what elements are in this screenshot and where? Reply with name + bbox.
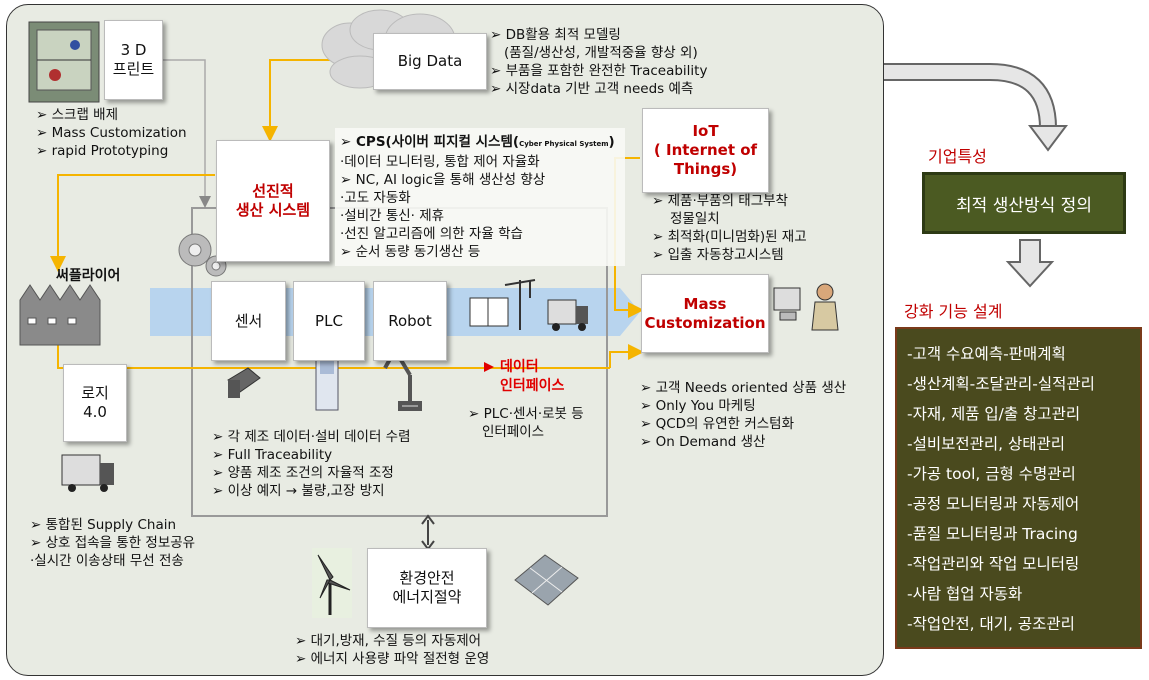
truck-icon xyxy=(547,299,588,331)
print3d-list: ➢ 스크랩 배제 ➢ Mass Customization ➢ rapid Pr… xyxy=(36,106,187,160)
down-arrow-icon xyxy=(1028,125,1068,152)
warehouse-icon xyxy=(469,297,509,327)
truck-icon xyxy=(61,454,114,492)
enhance-design-label: 강화 기능 설계 xyxy=(904,302,1003,321)
list-item: ➢ 각 제조 데이터·설비 데이터 수렴 xyxy=(212,429,411,445)
list-item: -가공 tool, 금형 수명관리 xyxy=(907,465,1076,483)
cps-background xyxy=(335,128,625,266)
list-item: ➢ 최적화(미니멈화)된 재고 xyxy=(652,229,807,245)
factory-icon xyxy=(19,284,101,346)
list-item: ·선진 알고리즘에 의한 자율 학습 xyxy=(340,226,523,242)
list-item: -설비보전관리, 상태관리 xyxy=(907,435,1066,453)
list-item: ➢ rapid Prototyping xyxy=(36,143,169,159)
list-item: -사람 협업 자동화 xyxy=(907,585,1023,603)
list-item: -작업관리와 작업 모니터링 xyxy=(907,555,1080,573)
list-item: ·실시간 이송상태 무선 전송 xyxy=(30,553,184,569)
env-list: ➢ 대기,방재, 수질 등의 자동제어 ➢ 에너지 사용량 파악 절전형 운영 xyxy=(295,632,489,668)
corp-characteristics-label: 기업특성 xyxy=(928,147,987,166)
list-item: ➢ NC, AI logic을 통해 생산성 향상 xyxy=(340,172,546,188)
crane-icon xyxy=(504,279,536,330)
list-item: ➢ Full Traceability xyxy=(212,447,333,463)
box-iot: IoT ( Internet of Things) xyxy=(642,108,769,193)
3d-printer-icon xyxy=(28,21,100,103)
list-item: -생산계획-조달관리-실적관리 xyxy=(907,375,1095,393)
list-item: ➢ 에너지 사용량 파악 절전형 운영 xyxy=(295,651,490,667)
interface-arrow-icon xyxy=(484,362,494,372)
list-item: -품질 모니터링과 Tracing xyxy=(907,525,1078,543)
function-list: -고객 수요예측-판매계획 -생산계획-조달관리-실적관리 -자재, 제품 입/… xyxy=(895,327,1142,649)
worker-computer-icon xyxy=(773,283,839,331)
list-item: -작업안전, 대기, 공조관리 xyxy=(907,615,1075,633)
box-robot: Robot xyxy=(373,281,447,361)
interface-desc: ➢ PLC·센서·로봇 등 인터페이스 xyxy=(468,405,584,441)
box-mass-customization: Mass Customization xyxy=(641,274,769,353)
list-item: ➢ Mass Customization xyxy=(36,125,187,141)
list-item: ➢ 시장data 기반 고객 needs 예측 xyxy=(490,81,694,97)
cps-title: ➢ CPS(사이버 피지컬 시스템(Cyber Physical System) xyxy=(340,134,615,150)
box-advanced-production: 선진적 생산 시스템 xyxy=(216,140,330,262)
list-item: 인터페이스 xyxy=(482,424,545,440)
box-3d-print: 3 D 프린트 xyxy=(104,20,163,100)
list-item: ➢ 고객 Needs oriented 상품 생산 xyxy=(640,380,847,396)
list-item: ➢ QCD의 유연한 커스텀화 xyxy=(640,416,794,432)
solar-panel-icon xyxy=(514,554,579,606)
list-item: ➢ On Demand 생산 xyxy=(640,434,766,450)
supply-list: ➢ 통합된 Supply Chain ➢ 상호 접속을 통한 정보공유 ·실시간… xyxy=(30,516,195,570)
list-item: ➢ 이상 예지 → 불량,고장 방지 xyxy=(212,483,385,499)
box-plc: PLC xyxy=(293,281,365,361)
list-item: ➢ 양품 제조 조건의 자율적 조정 xyxy=(212,465,394,481)
wind-turbine-icon xyxy=(312,548,352,618)
list-item: ➢ 순서 동량 동기생산 등 xyxy=(340,244,481,260)
list-item: ➢ 부품을 포함한 완전한 Traceability xyxy=(490,63,708,79)
list-item: ·데이터 모니터링, 통합 제어 자율화 xyxy=(340,154,540,170)
list-item: ➢ 대기,방재, 수질 등의 자동제어 xyxy=(295,633,482,649)
list-item: ➢ 입출 자동창고시스템 xyxy=(652,247,784,263)
optimal-production-definition: 최적 생산방식 정의 xyxy=(922,172,1126,234)
list-item: ➢ 스크랩 배제 xyxy=(36,107,119,123)
list-item: ➢ 제품·부품의 태그부착 xyxy=(652,193,788,209)
supplier-label: 써플라이어 xyxy=(56,268,121,284)
down-arrow-icon xyxy=(1005,239,1055,288)
list-item: 정물일치 xyxy=(670,211,720,227)
sensor-icon xyxy=(227,367,261,398)
list-item: ➢ 상호 접속을 통한 정보공유 xyxy=(30,535,196,551)
list-item: ➢ 통합된 Supply Chain xyxy=(30,517,177,533)
list-item: ·설비간 통신· 제휴 xyxy=(340,208,445,224)
list-item: ➢ PLC·센서·로봇 등 xyxy=(468,406,584,422)
list-item: ➢ Only You 마케팅 xyxy=(640,398,756,414)
list-item: -자재, 제품 입/출 창고관리 xyxy=(907,405,1081,423)
iot-list: ➢ 제품·부품의 태그부착 정물일치 ➢ 최적화(미니멈화)된 재고 ➢ 입출 … xyxy=(652,192,807,264)
mass-list: ➢ 고객 Needs oriented 상품 생산 ➢ Only You 마케팅… xyxy=(640,379,846,451)
box-logi: 로지 4.0 xyxy=(63,364,127,442)
list-item: -공정 모니터링과 자동제어 xyxy=(907,495,1080,513)
box-big-data: Big Data xyxy=(373,33,487,90)
list-item: ➢ DB활용 최적 모델링 xyxy=(490,27,621,43)
bigdata-list: ➢ DB활용 최적 모델링 (품질/생산성, 개발적중율 향상 외) ➢ 부품을… xyxy=(490,26,707,98)
data-interface-label: 데이터 인터페이스 xyxy=(500,359,565,394)
list-item: (품질/생산성, 개발적중율 향상 외) xyxy=(504,45,698,61)
list-item: -고객 수요예측-판매계획 xyxy=(907,345,1066,363)
data-list: ➢ 각 제조 데이터·설비 데이터 수렴 ➢ Full Traceability… xyxy=(212,428,411,500)
box-environment: 환경안전 에너지절약 xyxy=(367,548,487,628)
cps-block: ➢ CPS(사이버 피지컬 시스템(Cyber Physical System)… xyxy=(340,133,615,261)
list-item: ·고도 자동화 xyxy=(340,190,411,206)
box-sensor: 센서 xyxy=(211,281,286,361)
